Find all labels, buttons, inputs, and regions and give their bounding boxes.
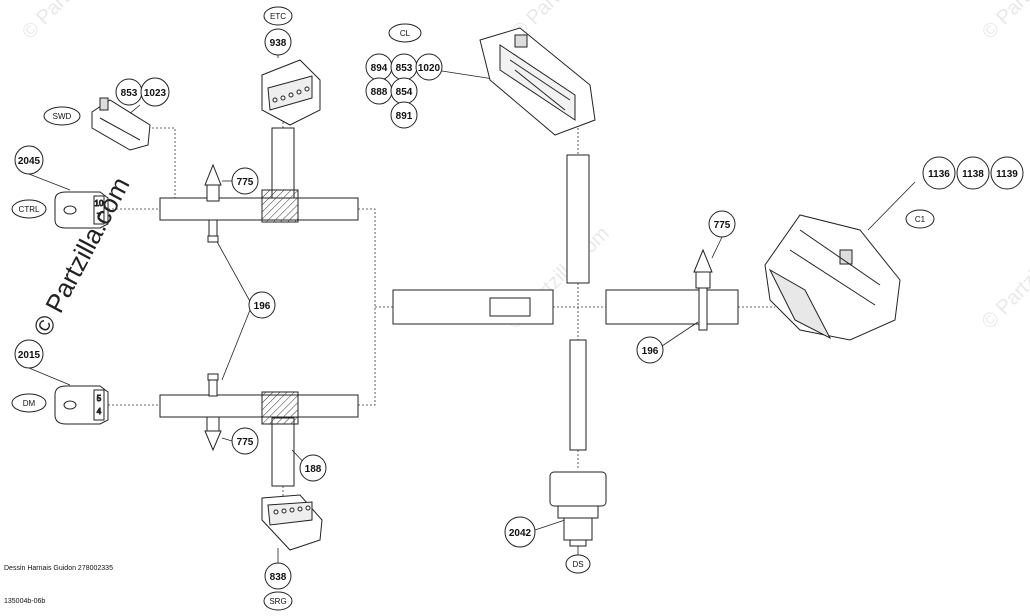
part-number: 1023 bbox=[144, 88, 167, 99]
ctrl-oval bbox=[11, 199, 47, 219]
srg-connector bbox=[261, 494, 323, 551]
right-tube bbox=[605, 289, 739, 325]
ctrl-pin-b: 7 bbox=[97, 212, 102, 221]
dm-pin-a: 5 bbox=[97, 394, 102, 403]
footer-code: 135004b-06b bbox=[4, 598, 46, 605]
part-number: 188 bbox=[305, 464, 322, 475]
part-number: 938 bbox=[270, 38, 287, 49]
center-label-box bbox=[489, 297, 531, 317]
c1-connector bbox=[764, 214, 901, 341]
srg-tube bbox=[271, 417, 295, 487]
cl-tube bbox=[566, 154, 590, 284]
swd-oval bbox=[43, 106, 81, 126]
faint-watermark: © Partzilla.com bbox=[18, 0, 129, 44]
part-number: 1020 bbox=[418, 63, 441, 74]
callout-labels: ETC CL SWD CTRL DM C1 SRG DS 938 894 853… bbox=[18, 12, 1018, 606]
c1-label: C1 bbox=[915, 215, 926, 224]
part-number: 891 bbox=[396, 111, 413, 122]
part-number: 853 bbox=[121, 88, 138, 99]
ds-label: DS bbox=[572, 560, 583, 569]
part-number: 196 bbox=[642, 346, 659, 357]
cl-connector bbox=[479, 27, 596, 136]
srg-oval bbox=[263, 591, 293, 611]
etc-tube bbox=[271, 127, 295, 199]
srg-label: SRG bbox=[269, 597, 286, 606]
part-number: 888 bbox=[371, 87, 388, 98]
etc-label: ETC bbox=[270, 12, 286, 21]
part-number: 853 bbox=[396, 63, 413, 74]
part-number: 1136 bbox=[928, 169, 950, 180]
ctrl-connector: 10 7 bbox=[54, 191, 109, 229]
part-number: 1138 bbox=[962, 169, 984, 180]
part-number: 196 bbox=[254, 301, 271, 312]
dm-oval bbox=[11, 393, 47, 413]
ctrl-pin-a: 10 bbox=[95, 199, 104, 208]
etc-connector bbox=[261, 59, 321, 126]
part-number: 854 bbox=[396, 87, 413, 98]
cl-label: CL bbox=[400, 29, 411, 38]
etc-oval bbox=[263, 6, 293, 26]
part-number: 1139 bbox=[996, 169, 1018, 180]
swd-label: SWD bbox=[53, 112, 72, 121]
faint-watermark: © Partzilla.com bbox=[978, 223, 1030, 334]
ds-tube bbox=[569, 339, 587, 451]
upper-junction bbox=[261, 189, 299, 223]
part-number: 838 bbox=[270, 572, 287, 583]
faint-watermark: © Partzilla.com bbox=[978, 0, 1030, 44]
ds-sensor bbox=[549, 471, 607, 547]
part-number: 2015 bbox=[18, 350, 41, 361]
lower-junction bbox=[261, 391, 299, 425]
part-number: 2045 bbox=[18, 156, 41, 167]
dm-label: DM bbox=[23, 399, 36, 408]
c1-oval bbox=[905, 209, 935, 229]
lower-clip bbox=[204, 373, 222, 452]
part-number: 894 bbox=[371, 63, 388, 74]
dm-pin-b: 4 bbox=[97, 407, 102, 416]
upper-left-tube bbox=[159, 197, 359, 221]
upper-clip bbox=[204, 163, 222, 243]
ds-oval bbox=[565, 554, 591, 574]
part-number: 2042 bbox=[509, 528, 532, 539]
footer-title: Dessin Harnais Guidon 278002335 bbox=[4, 565, 113, 572]
swd-connector bbox=[91, 97, 151, 151]
cl-oval bbox=[388, 23, 422, 43]
dm-connector: 5 4 bbox=[54, 385, 109, 425]
ctrl-label: CTRL bbox=[19, 205, 40, 214]
callouts bbox=[11, 6, 1024, 611]
lower-left-tube bbox=[159, 394, 359, 418]
part-number: 775 bbox=[237, 437, 254, 448]
part-number: 775 bbox=[714, 220, 731, 231]
right-clip bbox=[693, 248, 713, 331]
part-number: 775 bbox=[237, 177, 254, 188]
